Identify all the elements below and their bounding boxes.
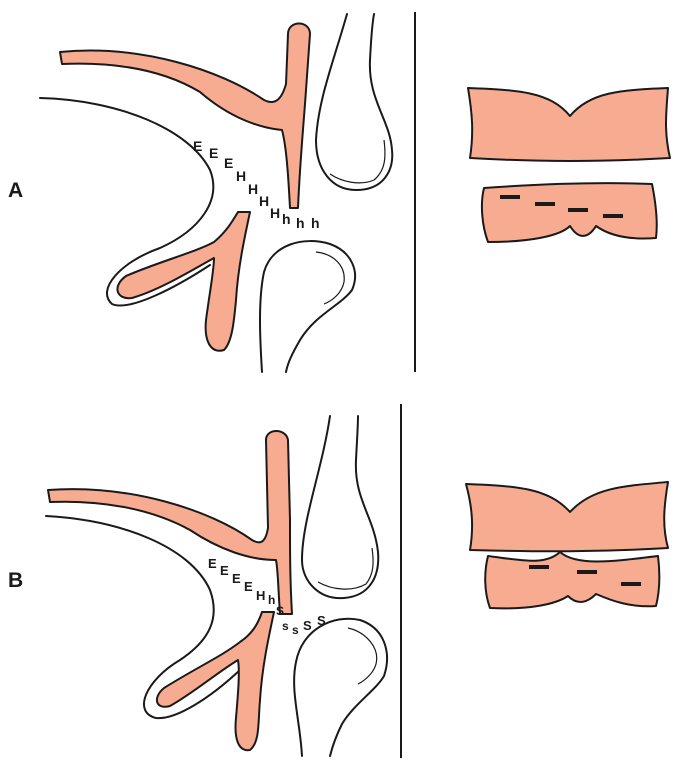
panel-a-bottom-block: [482, 183, 657, 242]
panel-b-upper-bulb-inner: [318, 548, 373, 589]
panel-b-lower-bulb: [294, 619, 387, 756]
panel-a-upper-bulb: [316, 14, 392, 190]
panel-a-lumen-outline: [40, 98, 213, 305]
zone-letter: H: [270, 205, 280, 221]
dash-mark: [577, 570, 597, 574]
zone-letter: E: [224, 155, 233, 171]
zone-letter: E: [208, 556, 217, 571]
zone-letter: s: [282, 619, 289, 633]
panel-b-lower-tissue: [157, 612, 274, 750]
zone-letter: E: [209, 145, 218, 161]
zone-letter: S: [303, 618, 312, 633]
dash-mark: [535, 202, 555, 206]
zone-letter: H: [236, 168, 246, 184]
panel-b-lower-bulb-inner: [348, 628, 377, 684]
zone-letter: S: [276, 604, 284, 618]
panel-a-lower-bulb: [260, 241, 355, 372]
panel-label-b: B: [8, 569, 23, 592]
zone-letter: S: [317, 613, 326, 628]
zone-letter: h: [296, 215, 305, 231]
panel-b-upper-tissue: [48, 431, 292, 614]
zone-letter: H: [259, 193, 269, 209]
zone-letter: h: [282, 211, 291, 227]
panel-b: B E E E E H h S s s S S: [8, 404, 668, 758]
panel-a-upper-tissue: [60, 24, 310, 209]
panel-b-bottom-block: [485, 552, 659, 608]
dash-mark: [621, 582, 641, 586]
dash-mark: [500, 195, 520, 199]
zone-letter: E: [220, 563, 229, 578]
zone-letter: E: [193, 138, 202, 154]
zone-letter: h: [311, 215, 320, 231]
zone-letter: h: [268, 593, 275, 607]
zone-letter: E: [244, 579, 253, 594]
panel-a-upper-bulb-inner: [330, 140, 385, 183]
zone-letter: H: [256, 588, 265, 603]
dash-mark: [568, 208, 588, 212]
zone-letter: E: [232, 571, 241, 586]
zone-letter: s: [292, 623, 299, 637]
dash-mark: [529, 565, 549, 569]
zone-letter: H: [248, 181, 258, 197]
panel-a: A E E E H H H H h h h: [8, 12, 670, 372]
dash-mark: [603, 214, 623, 218]
panel-a-lower-bulb-inner: [316, 252, 344, 304]
panel-a-top-block: [468, 88, 670, 161]
panel-b-lumen-outline: [46, 516, 240, 718]
panel-b-top-block: [466, 482, 668, 551]
panel-label-a: A: [8, 179, 23, 202]
panel-b-upper-bulb: [302, 416, 378, 598]
